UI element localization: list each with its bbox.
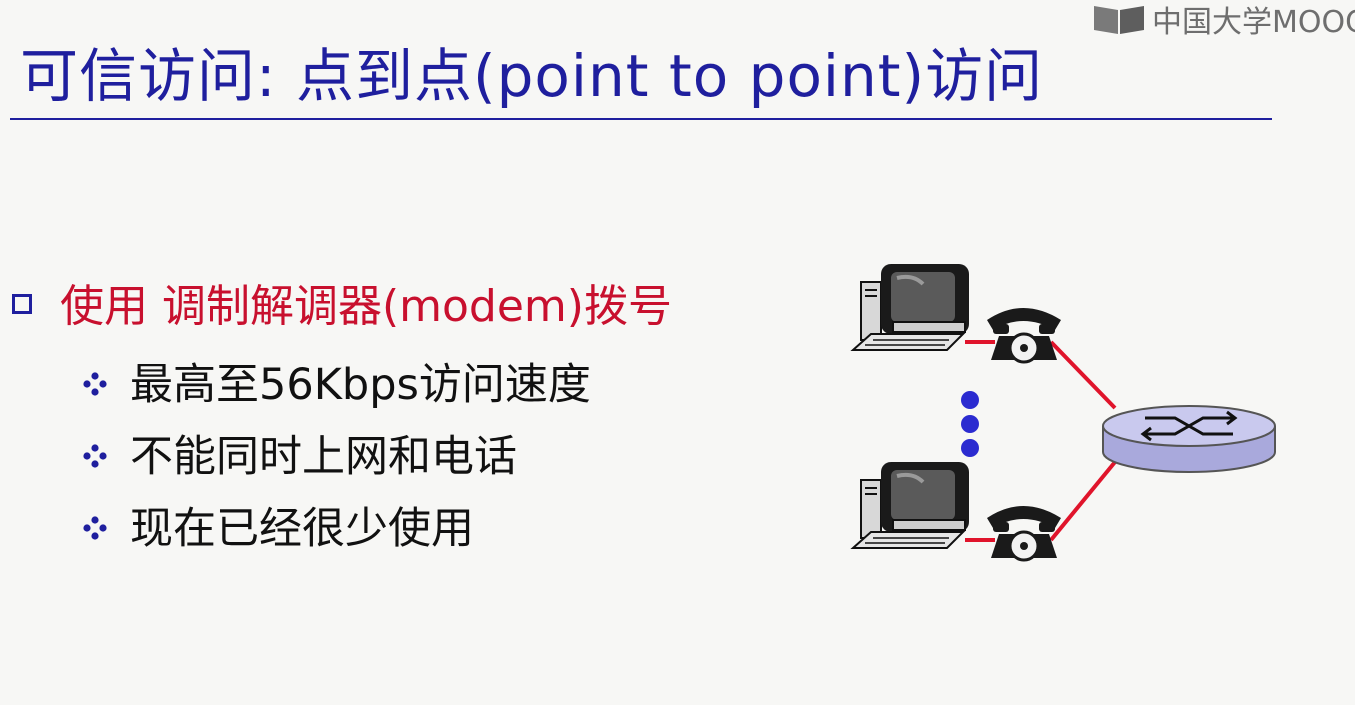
dialup-network-diagram <box>850 264 1276 562</box>
router-icon <box>1102 405 1276 473</box>
sub-bullet-text: 最高至56Kbps访问速度 <box>130 360 591 410</box>
diamond-bullet-icon <box>83 372 107 396</box>
slide-title: 可信访问: 点到点(point to point)访问 <box>20 42 1044 110</box>
watermark-text: 中国大学MOOC <box>1152 5 1355 38</box>
title-underline <box>10 118 1272 120</box>
diamond-bullet-icon <box>83 516 107 540</box>
computer-icon <box>850 264 969 351</box>
computer-icon <box>850 462 969 549</box>
square-bullet-icon <box>12 294 32 314</box>
ellipsis-dot <box>961 391 979 409</box>
main-bullet-text: 使用 调制解调器(modem)拨号 <box>60 281 672 332</box>
sub-bullet-list: 最高至56Kbps访问速度 不能同时上网和电话 现在已经很少使用 <box>82 345 591 561</box>
diamond-bullet-icon <box>83 444 107 468</box>
mooc-watermark: 中国大学MOOC <box>1090 0 1355 38</box>
link-line <box>1049 460 1117 542</box>
telephone-icon <box>987 308 1061 364</box>
sub-bullet-item: 不能同时上网和电话 <box>82 417 591 489</box>
book-logo-icon <box>1094 6 1144 34</box>
ellipsis-dot <box>961 415 979 433</box>
ellipsis-dot <box>961 439 979 457</box>
main-bullet: 使用 调制解调器(modem)拨号 <box>12 270 672 334</box>
sub-bullet-item: 现在已经很少使用 <box>82 489 591 561</box>
telephone-icon <box>987 506 1061 562</box>
link-line <box>1049 340 1117 410</box>
sub-bullet-text: 不能同时上网和电话 <box>130 432 517 482</box>
sub-bullet-text: 现在已经很少使用 <box>130 504 474 554</box>
sub-bullet-item: 最高至56Kbps访问速度 <box>82 345 591 417</box>
